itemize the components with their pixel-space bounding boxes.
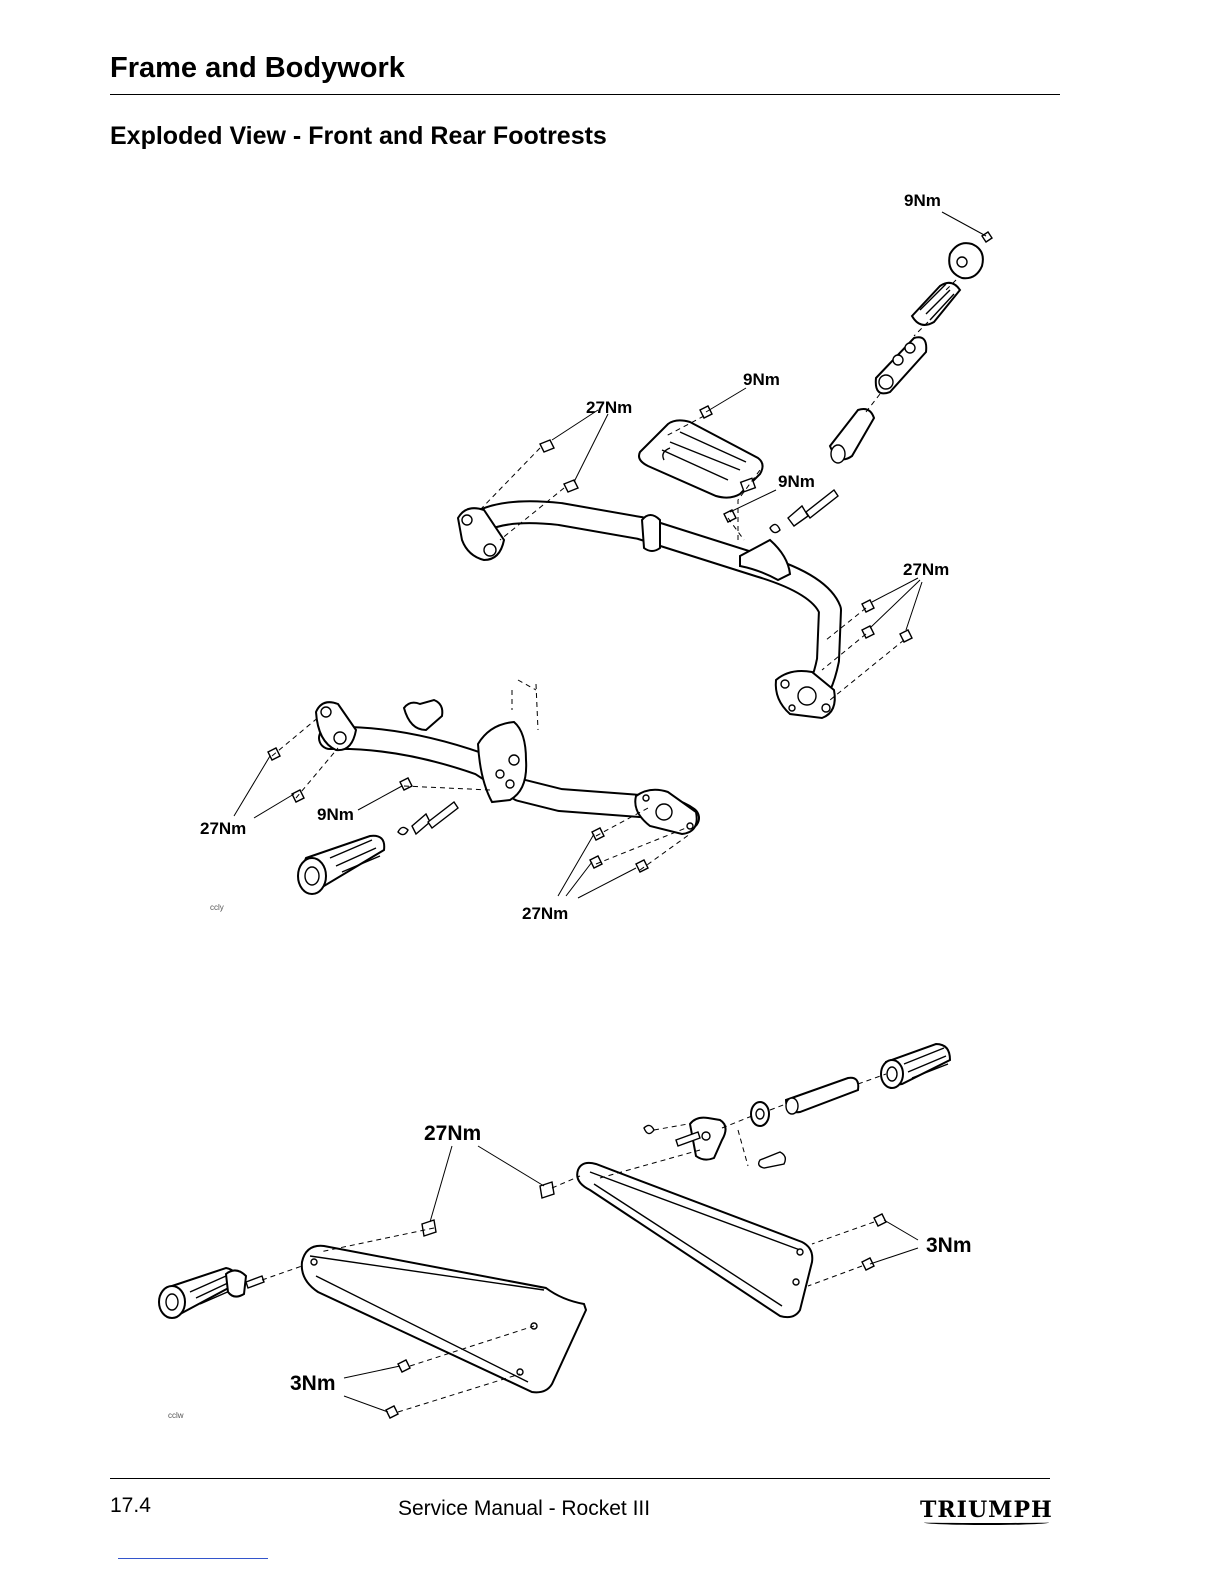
footer-link-underline [118,1558,268,1559]
logo-swoosh-icon [924,1520,1049,1525]
torque-label: 9Nm [778,472,815,491]
footrest-rubber-plate [639,420,763,497]
left-rear-hanger-plate [302,1246,586,1393]
rear-footrest-assembly: 27Nm 3Nm 3Nm cclw [159,1044,972,1420]
torque-label: 27Nm [200,819,246,838]
torque-label: 27Nm [586,398,632,417]
torque-label: 9Nm [317,805,354,824]
rear-left-footpeg [159,1268,264,1318]
footer-rule [110,1478,1050,1479]
torque-label: 9Nm [904,191,941,210]
torque-label: 3Nm [926,1234,972,1257]
right-rear-hanger-plate [577,1163,812,1317]
illustration-code: ccly [210,903,224,912]
upper-footrest-hanger [458,508,835,718]
manual-title: Service Manual - Rocket III [398,1497,650,1521]
illustration-code: cclw [168,1411,184,1420]
torque-label: 27Nm [522,904,568,923]
upper-right-footpeg [830,232,992,463]
torque-label: 9Nm [743,370,780,389]
torque-label: 3Nm [290,1372,336,1395]
lower-footrest-hanger [316,700,697,834]
page-number: 17.4 [110,1494,151,1518]
torque-label: 27Nm [903,560,949,579]
front-footrest-assembly: 9Nm 9Nm 27Nm 9Nm 27Nm 27Nm 9Nm 27Nm ccly [200,191,992,923]
rear-peg-bracket [644,1078,858,1168]
torque-label: 27Nm [424,1122,481,1145]
triumph-logo: TRIUMPH [920,1497,1053,1523]
rear-right-footpeg [881,1044,950,1088]
